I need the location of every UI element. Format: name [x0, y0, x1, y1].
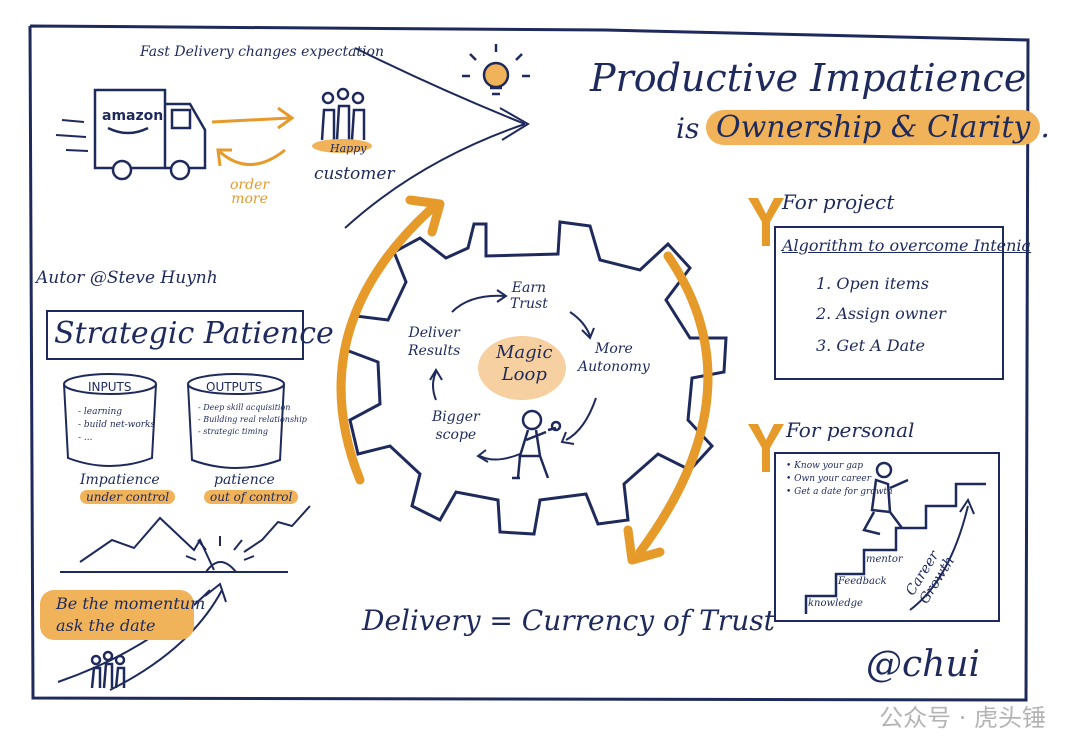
author-credit: Autor @Steve Huynh	[36, 268, 218, 288]
momentum-line2: ask the date	[56, 616, 156, 635]
career-growth-arrow	[909, 505, 969, 611]
customer-label: customer	[314, 164, 395, 184]
algorithm-box: Algorithm to overcome Intenia 1. Open it…	[774, 226, 1031, 380]
strategic-patience-title: Strategic Patience	[54, 316, 334, 351]
delivery-arrow	[211, 116, 291, 124]
delivery-equation: Delivery = Currency of Trust	[362, 604, 775, 637]
algorithm-step-3: 3. Get A Date	[816, 336, 926, 355]
algorithm-title: Algorithm to overcome Intenia	[782, 236, 1032, 255]
momentum-highlight: Be the momentum ask the date	[40, 590, 205, 640]
happy-customers-icon	[312, 87, 372, 153]
inputs-label: INPUTS	[88, 380, 132, 394]
expectation-arrow	[354, 47, 526, 125]
path-to-sunrise-arrow	[57, 589, 211, 683]
pin-icon-project	[748, 198, 784, 246]
main-title: Productive Impatience	[590, 56, 1027, 100]
gear-shape	[344, 220, 728, 536]
inputs-list: - learning - build net-works - ...	[78, 407, 156, 443]
personal-heading: For personal	[786, 418, 915, 442]
happy-label: Happy	[330, 142, 367, 155]
momentum-line1: Be the momentum	[56, 594, 206, 613]
pin-icon-personal	[748, 424, 784, 472]
sunrise-icon	[185, 536, 255, 573]
career-stairs	[804, 482, 986, 614]
orange-loop-arrow-right	[635, 251, 713, 557]
lightbulb-icon	[462, 44, 530, 96]
stair-feedback: Feedback	[838, 576, 887, 587]
climbing-person-icon	[862, 461, 909, 536]
title-highlight: Ownership & Clarity.	[706, 110, 1050, 145]
orange-loop-arrow-left	[336, 205, 435, 485]
inputs-cylinder	[63, 373, 157, 467]
algorithm-step-2: 2. Assign owner	[816, 304, 946, 323]
magic-loop-highlight	[478, 336, 566, 400]
delivery-truck-icon	[55, 88, 207, 181]
signature: @chui	[866, 644, 981, 685]
out-of-control-label: out of control	[204, 490, 299, 504]
patience-label: patience	[214, 472, 275, 488]
watermark: 公众号 · 虎头锤	[879, 704, 1046, 732]
order-more-arrow	[219, 148, 286, 166]
personal-box	[774, 452, 1000, 622]
outputs-label: OUTPUTS	[206, 380, 263, 394]
personal-bullets: • Know your gap • Own your career • Get …	[786, 461, 893, 497]
page-frame	[28, 24, 1030, 702]
project-heading: For project	[782, 190, 895, 214]
algorithm-step-1: 1. Open items	[816, 274, 929, 293]
outputs-cylinder	[187, 373, 285, 469]
fast-delivery-caption: Fast Delivery changes expectation	[140, 44, 384, 60]
title-is: is	[676, 112, 700, 145]
inner-loop-arrows	[429, 289, 597, 463]
impatience-label: Impatience	[80, 472, 160, 488]
under-control-label: under control	[80, 490, 176, 504]
strategic-patience-box: Strategic Patience	[46, 310, 334, 360]
outputs-list: - Deep skill acquisition - Building real…	[198, 403, 307, 436]
people-icon	[90, 650, 126, 689]
mountains	[79, 505, 311, 571]
amazon-logo-text: amazon	[102, 108, 164, 124]
stick-figure-icon	[512, 409, 562, 480]
stair-knowledge: knowledge	[808, 598, 863, 609]
stair-mentor: mentor	[866, 554, 903, 565]
